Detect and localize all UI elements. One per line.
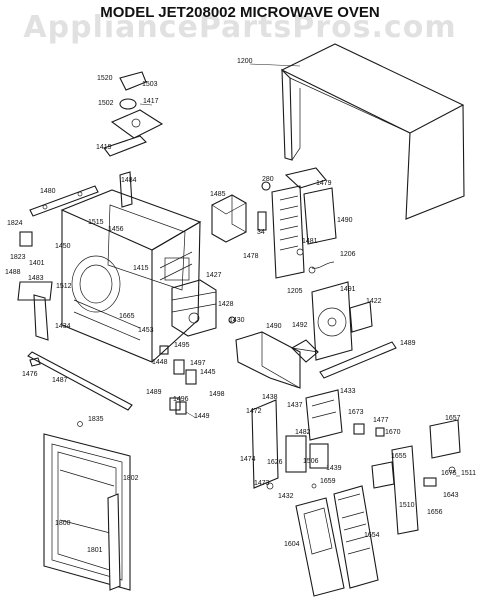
part-label-1438: 1438 [262, 394, 278, 401]
outer-cabinet [249, 43, 465, 220]
part-label-1456: 1456 [108, 226, 124, 233]
part-label-1512: 1512 [56, 283, 72, 290]
part-label-1824: 1824 [7, 220, 23, 227]
part-label-280: 280 [262, 176, 274, 183]
right-bracket [319, 341, 397, 379]
part-label-1483: 1483 [28, 275, 44, 282]
part-label-1675: 1675 [441, 470, 457, 477]
lamp-and-air-duct [257, 167, 337, 279]
part-label-1485: 1485 [210, 191, 226, 198]
door-seal-strip [27, 351, 133, 411]
left-brackets [17, 231, 53, 367]
part-label-1511: 1511 [461, 470, 476, 477]
part-label-1626: 1626 [267, 459, 283, 466]
part-label-1474: 1474 [240, 456, 256, 463]
fan-assembly [291, 281, 373, 363]
part-label-1427: 1427 [206, 272, 222, 279]
part-label-34: 34 [257, 229, 265, 236]
part-label-1492: 1492 [292, 322, 308, 329]
part-label-1449: 1449 [194, 413, 210, 420]
part-label-1604: 1604 [284, 541, 300, 548]
part-label-1654: 1654 [364, 532, 380, 539]
part-label-1800: 1800 [55, 520, 71, 527]
part-label-1415: 1415 [133, 265, 149, 272]
part-label-1200: 1200 [237, 58, 253, 65]
part-label-1490: 1490 [266, 323, 282, 330]
oven-cavity-chassis [60, 189, 202, 363]
control-bracket-assembly [251, 389, 343, 490]
part-label-1448: 1448 [152, 359, 168, 366]
part-label-1477: 1477 [373, 417, 389, 424]
part-label-1439: 1439 [326, 465, 342, 472]
part-label-1503: 1503 [142, 81, 158, 88]
part-label-1643: 1643 [443, 492, 459, 499]
door-assembly [43, 421, 131, 591]
control-panel [295, 485, 379, 597]
part-label-1502: 1502 [98, 100, 114, 107]
part-label-1659: 1659 [320, 478, 336, 485]
part-label-1510: 1510 [399, 502, 415, 509]
part-label-1205: 1205 [287, 288, 303, 295]
part-label-1656: 1656 [427, 509, 443, 516]
part-label-1823: 1823 [10, 254, 26, 261]
part-label-1419: 1419 [96, 144, 112, 151]
part-label-1479: 1479 [316, 180, 332, 187]
part-label-1487: 1487 [52, 377, 68, 384]
part-label-1657: 1657 [445, 415, 461, 422]
part-label-1490: 1490 [337, 217, 353, 224]
part-label-1401: 1401 [29, 260, 45, 267]
right-components [353, 419, 461, 535]
stirrer-assembly [103, 71, 164, 157]
diagram-title: MODEL JET208002 MICROWAVE OVEN [100, 4, 380, 21]
part-label-1482: 1482 [295, 429, 311, 436]
watermark: AppliancePartsPros.com [23, 10, 457, 45]
part-label-1655: 1655 [391, 453, 407, 460]
part-label-1498: 1498 [209, 391, 225, 398]
part-label-1453: 1453 [138, 327, 154, 334]
part-label-1476: 1476 [22, 371, 38, 378]
part-label-1506: 1506 [303, 458, 319, 465]
part-label-1835: 1835 [88, 416, 104, 423]
part-label-1496: 1496 [173, 396, 189, 403]
part-number-labels: 1200 1520 1503 1502 1417 1419 1484 1480 280 1479 1… [5, 58, 476, 554]
part-label-1673: 1673 [348, 409, 364, 416]
part-label-1484: 1484 [121, 177, 137, 184]
part-label-1430: 1430 [229, 317, 245, 324]
part-label-1478: 1478 [243, 253, 259, 260]
part-label-1433: 1433 [340, 388, 356, 395]
part-label-1665: 1665 [119, 313, 135, 320]
part-label-1801: 1801 [87, 547, 103, 554]
part-label-1432: 1432 [278, 493, 294, 500]
part-label-1497: 1497 [190, 360, 206, 367]
part-label-1417: 1417 [143, 98, 159, 105]
part-label-1491: 1491 [340, 286, 356, 293]
part-label-1520: 1520 [97, 75, 113, 82]
part-label-1481: 1481 [302, 238, 318, 245]
side-bracket-1480 [29, 171, 133, 217]
transformer [211, 194, 247, 243]
part-label-1489: 1489 [400, 340, 416, 347]
part-label-1428: 1428 [218, 301, 234, 308]
magnetron [171, 279, 236, 337]
part-label-1422: 1422 [366, 298, 382, 305]
part-label-1515: 1515 [88, 219, 104, 226]
part-label-1495: 1495 [174, 342, 190, 349]
part-label-1802: 1802 [123, 475, 139, 482]
part-label-1489: 1489 [146, 389, 162, 396]
base-plate [235, 331, 301, 389]
part-label-1206: 1206 [340, 251, 356, 258]
part-label-1472: 1472 [246, 408, 262, 415]
part-label-1488: 1488 [5, 269, 21, 276]
part-label-1670: 1670 [385, 429, 401, 436]
part-label-1480: 1480 [40, 188, 56, 195]
part-label-1445: 1445 [200, 369, 216, 376]
part-label-1450: 1450 [55, 243, 71, 250]
part-label-1437: 1437 [287, 402, 303, 409]
part-label-1473: 1473 [254, 480, 270, 487]
part-label-1434: 1434 [55, 323, 71, 330]
interlock-switches [159, 345, 197, 419]
